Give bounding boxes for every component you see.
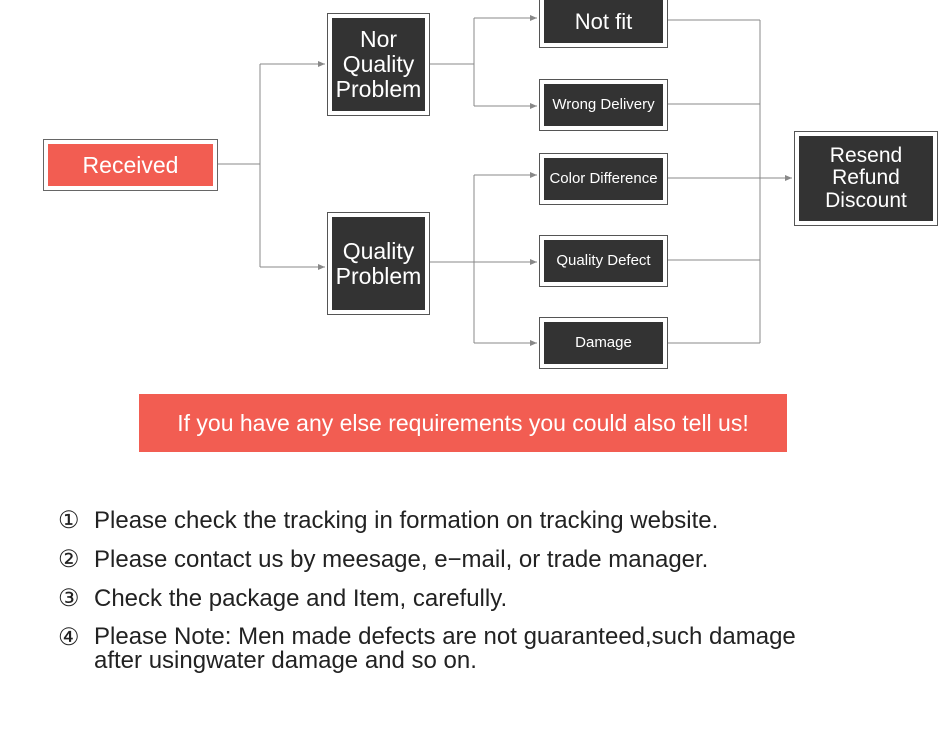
node-wrong-delivery-label: Wrong Delivery (544, 84, 663, 126)
node-nor-quality-problem: Nor Quality Problem (327, 13, 430, 116)
node-resolution: Resend Refund Discount (794, 131, 938, 226)
node-damage: Damage (539, 317, 668, 369)
node-damage-label: Damage (544, 322, 663, 364)
node-not-fit: Not fit (539, 0, 668, 48)
instruction-item-2: ② Please contact us by meesage, e−mail, … (58, 547, 938, 573)
node-quality-defect-label: Quality Defect (544, 240, 663, 282)
instruction-number: ③ (58, 585, 80, 612)
node-resolution-label: Resend Refund Discount (799, 136, 933, 221)
instruction-number: ④ (58, 624, 80, 651)
instructions-list: ① Please check the tracking in formation… (58, 508, 938, 686)
node-not-fit-label: Not fit (544, 0, 663, 43)
instruction-number: ② (58, 546, 80, 573)
instruction-text: Please Note: Men made defects are not gu… (94, 623, 796, 674)
node-quality-defect: Quality Defect (539, 235, 668, 287)
requirements-banner: If you have any else requirements you co… (139, 394, 787, 452)
node-color-difference-label: Color Difference (544, 158, 663, 200)
instruction-number: ① (58, 507, 80, 534)
instruction-text: Check the package and Item, carefully. (94, 585, 508, 612)
node-quality-problem-label: Quality Problem (332, 217, 425, 310)
node-received: Received (43, 139, 218, 191)
node-wrong-delivery: Wrong Delivery (539, 79, 668, 131)
instruction-text: Please check the tracking in formation o… (94, 507, 719, 534)
instruction-item-3: ③ Check the package and Item, carefully. (58, 586, 938, 612)
node-quality-problem: Quality Problem (327, 212, 430, 315)
instruction-item-1: ① Please check the tracking in formation… (58, 508, 938, 534)
node-received-label: Received (48, 144, 213, 186)
node-nor-quality-problem-label: Nor Quality Problem (332, 18, 425, 111)
node-color-difference: Color Difference (539, 153, 668, 205)
instruction-text: Please contact us by meesage, e−mail, or… (94, 546, 709, 573)
instruction-item-4: ④ Please Note: Men made defects are not … (58, 625, 938, 673)
